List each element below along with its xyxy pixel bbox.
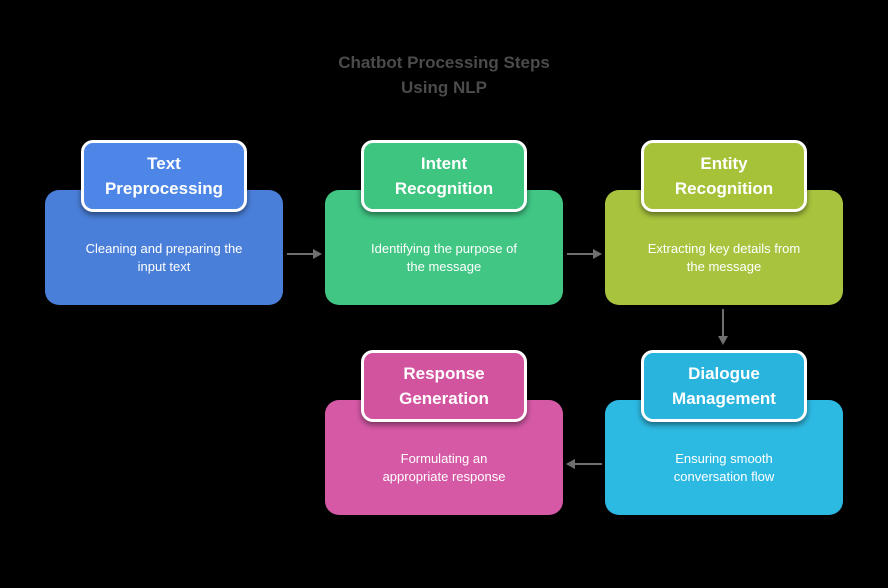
node-header: Response Generation: [361, 350, 527, 422]
node-title: Response Generation: [399, 364, 489, 408]
node-description: Ensuring smooth conversation flow: [673, 450, 775, 484]
title-line-1: Chatbot Processing Steps: [338, 53, 550, 72]
node-text-preprocessing: Cleaning and preparing the input text Te…: [45, 140, 283, 305]
node-header: Dialogue Management: [641, 350, 807, 422]
node-entity-recognition: Extracting key details from the message …: [605, 140, 843, 305]
node-header: Intent Recognition: [361, 140, 527, 212]
node-title: Dialogue Management: [672, 364, 776, 408]
node-description: Extracting key details from the message: [647, 240, 801, 274]
arrow-head-entity-to-dialogue: [718, 336, 728, 345]
node-description: Cleaning and preparing the input text: [85, 240, 243, 274]
arrow-line-entity-to-dialogue: [722, 309, 724, 336]
node-title: Text Preprocessing: [104, 154, 224, 198]
arrow-line-intent-to-entity: [567, 253, 593, 255]
node-description: Identifying the purpose of the message: [371, 240, 517, 274]
arrow-line-dialogue-to-response: [575, 463, 602, 465]
arrow-head-dialogue-to-response: [566, 459, 575, 469]
arrow-line-text-to-intent: [287, 253, 313, 255]
arrow-head-intent-to-entity: [593, 249, 602, 259]
node-title: Entity Recognition: [674, 154, 774, 198]
page-title: Chatbot Processing Steps Using NLP: [0, 50, 888, 100]
node-title: Intent Recognition: [394, 154, 494, 198]
arrow-head-text-to-intent: [313, 249, 322, 259]
node-description: Formulating an appropriate response: [382, 450, 506, 484]
title-line-2: Using NLP: [401, 78, 487, 97]
node-response-generation: Formulating an appropriate response Resp…: [325, 350, 563, 515]
node-header: Entity Recognition: [641, 140, 807, 212]
node-dialogue-management: Ensuring smooth conversation flow Dialog…: [605, 350, 843, 515]
node-intent-recognition: Identifying the purpose of the message I…: [325, 140, 563, 305]
node-header: Text Preprocessing: [81, 140, 247, 212]
